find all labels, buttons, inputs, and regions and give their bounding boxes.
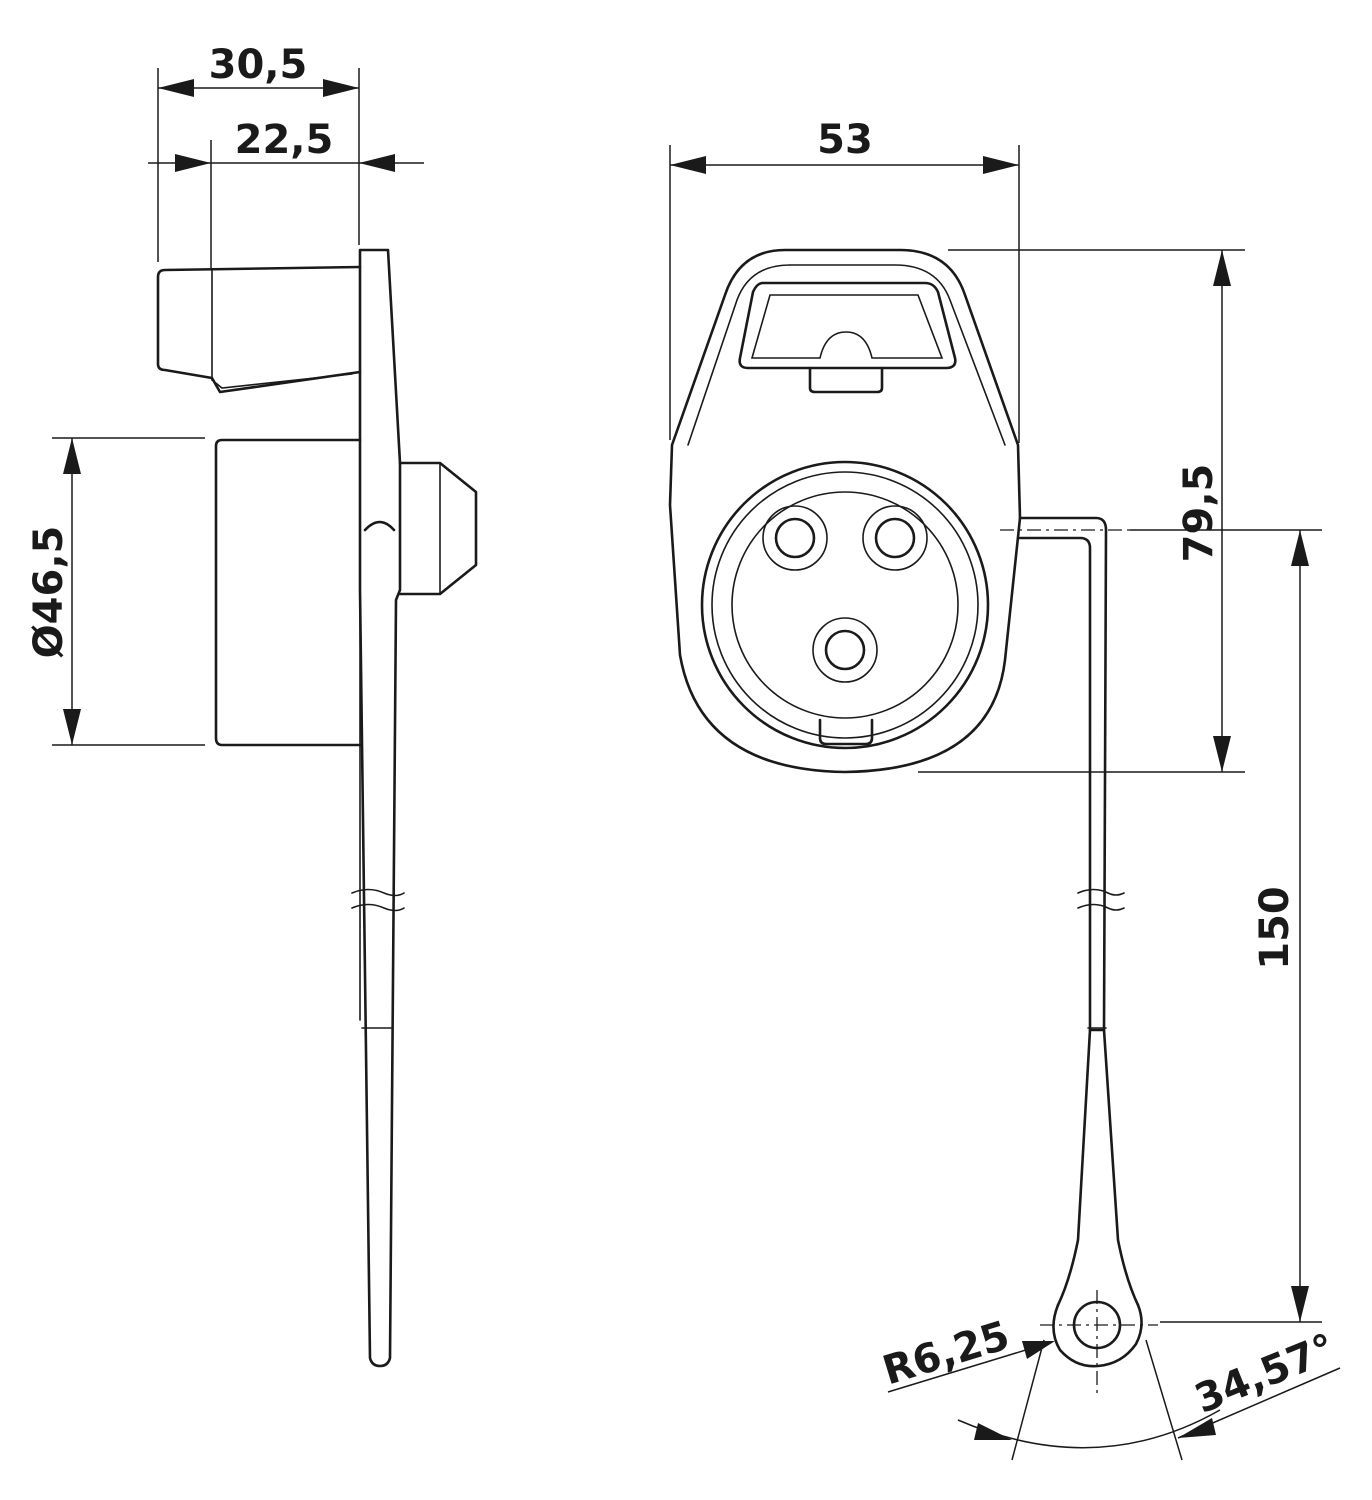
- contact-pin-bottom: [824, 629, 866, 671]
- dim-arrow: [323, 79, 359, 97]
- front-housing-inner: [789, 264, 1006, 446]
- dim-label-radius: R6,25: [878, 1313, 1015, 1395]
- dim-label-79-5: 79,5: [1176, 464, 1222, 563]
- front-strap-tab: [1052, 1303, 1143, 1368]
- front-centerlines: [1000, 529, 1158, 1398]
- front-strap-arm: [1018, 516, 1108, 1032]
- front-housing-inner-left: [687, 264, 791, 446]
- dim-arrow: [1213, 250, 1231, 286]
- dim-arrow: [974, 1423, 1012, 1440]
- dim-arrow: [1213, 736, 1231, 772]
- dim-arrow: [1022, 1341, 1055, 1359]
- socket-keyway: [818, 718, 874, 746]
- front-strap-taper: [1056, 1028, 1140, 1307]
- front-break-mark-bottom: [1077, 903, 1125, 911]
- contact-pin-right: [874, 517, 916, 559]
- front-latch-hook: [808, 366, 884, 394]
- dim-arrow: [359, 154, 395, 172]
- side-break-mark-bottom: [351, 903, 405, 912]
- dim-label-53: 53: [817, 117, 873, 163]
- dim-label-150: 150: [1252, 886, 1298, 970]
- side-front-boss: [398, 461, 478, 596]
- front-dimensions: 53 79,5 150 R6,25 34,57°: [669, 117, 1342, 1461]
- front-housing-outline: [668, 248, 1022, 774]
- dim-arrow: [175, 154, 211, 172]
- side-view: [156, 248, 478, 1368]
- dim-arrow: [983, 156, 1019, 174]
- dim-arrow: [1178, 1418, 1216, 1438]
- socket-inner-ring: [731, 491, 959, 719]
- dim-label-22-5: 22,5: [235, 117, 334, 163]
- front-break-mark-top: [1077, 888, 1125, 896]
- contact-pin-right-outer: [862, 505, 928, 571]
- dim-arrow: [1291, 1286, 1309, 1322]
- ext-line-angle-right: [1145, 1339, 1183, 1461]
- side-flange-plate: [358, 248, 402, 1368]
- dim-arrow: [1291, 530, 1309, 566]
- side-rear-body: [214, 438, 362, 747]
- socket-outer-ring: [700, 460, 990, 750]
- contact-pin-left: [774, 517, 816, 559]
- socket-mid-ring: [711, 471, 979, 739]
- dim-arrow: [63, 709, 81, 745]
- side-latch-body: [156, 265, 362, 394]
- front-latch-window-inner: [750, 294, 944, 359]
- dim-label-diameter: Ø46,5: [26, 526, 72, 659]
- dim-arrow: [158, 79, 194, 97]
- dim-leader-angle: [1177, 1367, 1341, 1439]
- side-dimensions: 30,5 22,5 Ø46,5: [26, 42, 424, 746]
- side-strap-hinge: [363, 520, 396, 532]
- side-break-mark-top: [351, 888, 405, 897]
- dim-label-30-5: 30,5: [209, 42, 308, 88]
- dim-label-angle: 34,57°: [1189, 1325, 1342, 1423]
- contact-pin-bottom-outer: [812, 617, 878, 683]
- side-latch-lip: [211, 373, 353, 389]
- contact-pin-left-outer: [762, 505, 828, 571]
- front-view: [668, 248, 1143, 1368]
- front-latch-window: [738, 281, 957, 370]
- dim-arc-angle: [957, 1409, 1221, 1449]
- dim-arrow: [670, 156, 706, 174]
- dim-arrow: [63, 438, 81, 474]
